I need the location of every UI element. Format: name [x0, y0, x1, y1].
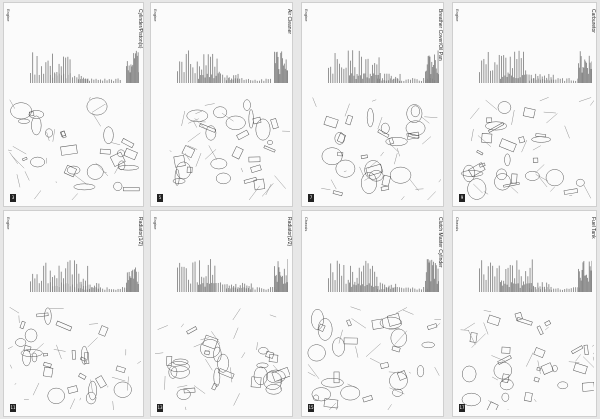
parts-diagram: [460, 310, 594, 410]
section-label: Engine: [153, 9, 158, 22]
section-label: Engine: [304, 9, 309, 22]
page-number: 11: [10, 404, 16, 412]
page-number: 17: [459, 404, 465, 412]
parts-list: [479, 259, 592, 292]
section-label: Chassis: [304, 217, 309, 232]
parts-list: [328, 50, 439, 83]
parts-list: [479, 50, 592, 83]
parts-list: [177, 50, 288, 83]
section-label: Engine: [6, 9, 11, 22]
page-number: 13: [157, 404, 163, 412]
page-number: 3: [10, 194, 16, 202]
parts-list: [328, 259, 439, 292]
parts-diagram: [8, 307, 141, 410]
parts-list: [177, 259, 288, 292]
section-label: Engine: [153, 217, 158, 230]
page-number: 7: [308, 194, 314, 202]
section-label: Engine: [6, 217, 11, 230]
parts-list: [30, 50, 139, 83]
page-number: 9: [459, 194, 465, 202]
parts-diagram: [312, 97, 441, 200]
parts-diagram: [157, 99, 290, 200]
page-number: 15: [308, 404, 314, 412]
parts-list: [30, 260, 139, 292]
section-label: Engine: [455, 9, 460, 22]
page-number: 5: [157, 194, 163, 202]
section-label: Chassis: [455, 217, 460, 232]
parts-diagram: [460, 97, 594, 200]
parts-diagram: [8, 97, 141, 200]
parts-diagram: [155, 308, 290, 410]
parts-diagram: [307, 306, 441, 410]
